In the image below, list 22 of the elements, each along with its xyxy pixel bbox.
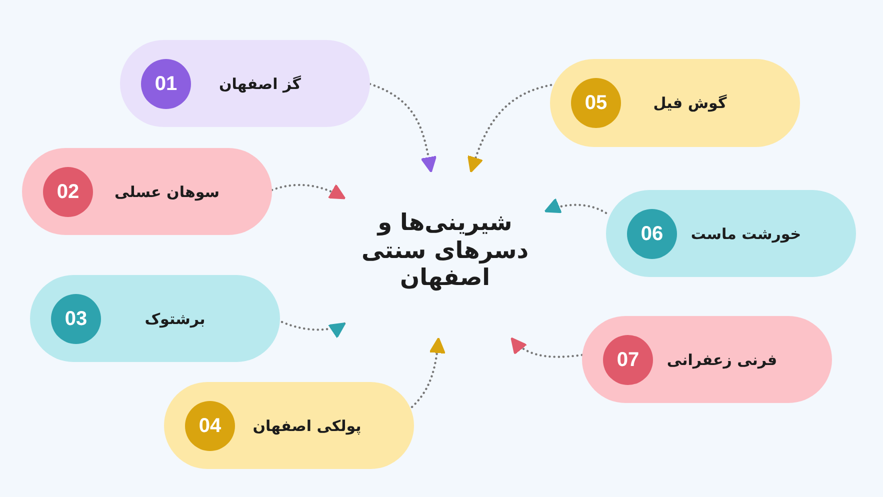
dotted-arrow [280, 320, 346, 338]
item-label: گز اصفهان [218, 74, 302, 92]
dotted-arrow [544, 198, 608, 214]
dotted-arrow [510, 336, 584, 358]
item-label: خورشت ماست [690, 224, 802, 242]
step-number: 02 [43, 166, 93, 216]
item-label: سوهان عسلی [113, 182, 221, 200]
item-label: گوش فیل [652, 94, 728, 112]
dotted-arrow [270, 184, 346, 200]
step-number: 03 [51, 294, 101, 344]
item-label: برشتوک [144, 310, 206, 328]
central-topic: شیرینی‌ها و دسرهای سنتی اصفهان [345, 172, 545, 338]
item-label: پولکی اصفهان [252, 416, 362, 434]
step-number: 04 [185, 400, 235, 450]
item-label: فرنی زعفرانی [666, 350, 778, 368]
step-number: 01 [141, 58, 191, 108]
dotted-arrow [410, 336, 446, 408]
step-number: 07 [603, 334, 653, 384]
step-number: 06 [627, 208, 677, 258]
dotted-arrow [368, 82, 437, 174]
dotted-arrow [468, 84, 552, 174]
step-number: 05 [571, 78, 621, 128]
